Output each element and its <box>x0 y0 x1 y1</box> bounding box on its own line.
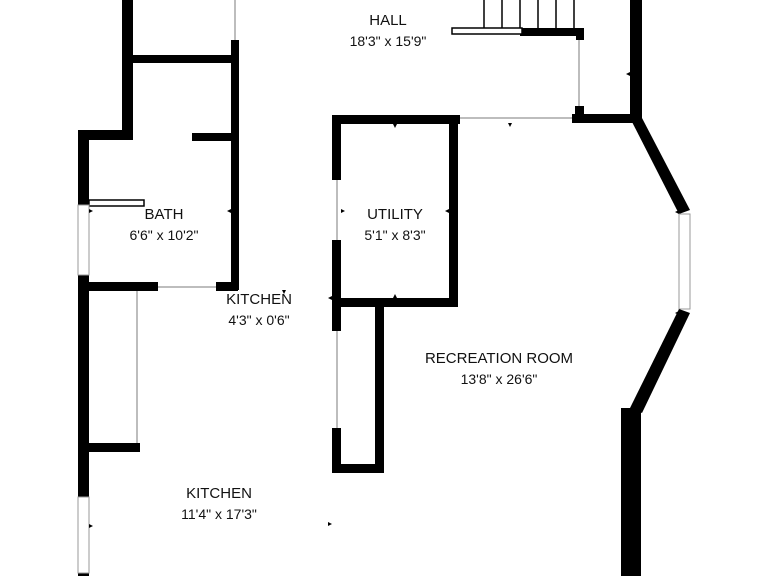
wall-utility-right <box>449 115 458 307</box>
room-name-recreation: RECREATION ROOM <box>424 350 574 367</box>
room-dims-recreation: 13'8" x 26'6" <box>460 371 538 387</box>
wall-closet-bottom <box>130 55 238 63</box>
room-name-bath: BATH <box>144 206 184 223</box>
stairs <box>483 0 575 28</box>
room-dims-hall: 18'3" x 15'9" <box>349 33 427 49</box>
wall-stair-landing <box>520 28 584 36</box>
wall-hall-right-pillar <box>576 28 584 40</box>
window-kitchen <box>77 496 90 574</box>
wall-bay-upper <box>630 118 690 214</box>
stair-rail <box>451 27 523 35</box>
wall-utility-left-bottom <box>332 240 341 307</box>
room-name-utility: UTILITY <box>367 206 423 223</box>
wall-right-lower <box>621 408 641 576</box>
wall-hall-right-stub <box>575 106 584 120</box>
wall-markers <box>89 59 679 528</box>
wall-bay-lower <box>630 309 690 413</box>
window-bay <box>678 213 691 310</box>
wall-bath-bottom-right <box>216 282 238 291</box>
room-label-bath: BATH 6'6" x 10'2" <box>104 205 224 245</box>
room-label-kitchen: KITCHEN 11'4" x 17'3" <box>159 484 279 524</box>
room-name-kitchen: KITCHEN <box>186 485 252 502</box>
wall-bath-bottom <box>78 282 158 291</box>
wall-utility-bottom <box>332 298 458 307</box>
room-label-utility: UTILITY 5'1" x 8'3" <box>335 205 455 245</box>
wall-left-upper <box>122 0 133 140</box>
wall-utility-top <box>332 115 460 124</box>
room-name-kitchen-small: KITCHEN <box>226 291 292 308</box>
wall-closet2-right <box>375 307 384 473</box>
wall-left-outer <box>78 130 89 576</box>
wall-hall-bottom-right <box>572 114 642 123</box>
wall-bath-top-left <box>78 130 133 140</box>
room-label-recreation: RECREATION ROOM 13'8" x 26'6" <box>399 349 599 389</box>
room-dims-utility: 5'1" x 8'3" <box>364 227 426 243</box>
wall-closet2-bottom <box>332 464 384 473</box>
room-dims-kitchen: 11'4" x 17'3" <box>181 506 257 522</box>
room-name-hall: HALL <box>369 12 407 29</box>
wall-closet2-left-top <box>332 307 341 331</box>
wall-pantry-bottom <box>78 443 140 452</box>
wall-right-upper <box>630 0 642 121</box>
wall-utility-left-top <box>332 115 341 180</box>
room-label-hall: HALL 18'3" x 15'9" <box>318 11 458 51</box>
wall-closet-right <box>231 40 239 290</box>
room-dims-kitchen-small: 4'3" x 0'6" <box>228 312 290 328</box>
wall-closet2-left-bottom <box>332 428 341 473</box>
room-dims-bath: 6'6" x 10'2" <box>129 227 199 243</box>
wall-bath-stub <box>192 133 234 141</box>
bath-towel-bar <box>88 199 145 207</box>
window-bath <box>77 204 90 276</box>
room-label-kitchen-small: KITCHEN 4'3" x 0'6" <box>199 290 319 330</box>
